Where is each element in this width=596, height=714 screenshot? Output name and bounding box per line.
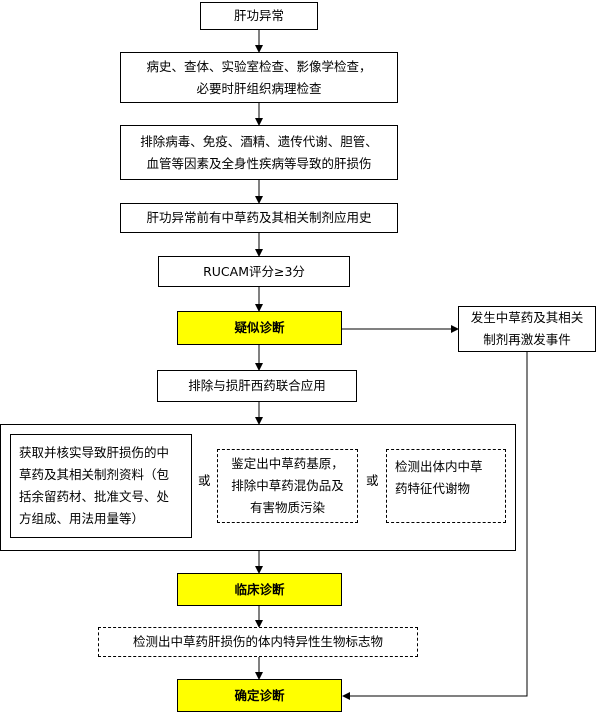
step-text: 检测出体内中草 药特征代谢物 xyxy=(395,456,483,500)
step-history-exam: 病史、查体、实验室检查、影像学检查， 必要时肝组织病理检查 xyxy=(120,52,398,103)
step-text: 排除病毒、免疫、酒精、遗传代谢、胆管、 血管等因素及全身性疾病等导致的肝损伤 xyxy=(140,131,378,175)
step-line: 获取并核实导致肝损伤的中 xyxy=(19,445,170,460)
step-line: 发生中草药及其相关 xyxy=(470,310,584,325)
step-detect-biomarker: 检测出中草药肝损伤的体内特异性生物标志物 xyxy=(98,627,418,657)
step-text: 获取并核实导致肝损伤的中 草药及其相关制剂资料（包 括余留药材、批准文号、处 方… xyxy=(19,442,169,530)
step-line: 制剂再激发事件 xyxy=(483,332,571,347)
step-line: 排除病毒、免疫、酒精、遗传代谢、胆管、 xyxy=(140,133,378,149)
evidence-identify-herb-origin: 鉴定出中草药基原， 排除中草药混伪品及 有害物质污染 xyxy=(217,449,358,523)
step-label: RUCAM评分≥3分 xyxy=(203,263,305,279)
step-line: 必要时肝组织病理检查 xyxy=(196,80,322,96)
step-label: 排除与损肝西药联合应用 xyxy=(188,378,326,393)
step-label: 肝功异常 xyxy=(233,8,284,23)
step-text: 鉴定出中草药基原， 排除中草药混伪品及 有害物质污染 xyxy=(231,453,344,519)
step-label: 肝功异常前有中草药及其相关制剂应用史 xyxy=(146,210,372,225)
step-line: 括余留药材、批准文号、处 xyxy=(19,489,170,504)
evidence-detect-metabolites: 检测出体内中草 药特征代谢物 xyxy=(386,449,506,523)
step-line: 鉴定出中草药基原， xyxy=(231,456,344,471)
step-line: 检测出体内中草 xyxy=(395,459,483,474)
step-confirmed-diagnosis: 确定诊断 xyxy=(177,679,342,712)
evidence-obtain-herb-info: 获取并核实导致肝损伤的中 草药及其相关制剂资料（包 括余留药材、批准文号、处 方… xyxy=(10,434,192,538)
step-rechallenge-event: 发生中草药及其相关 制剂再激发事件 xyxy=(458,306,596,352)
step-text: 病史、查体、实验室检查、影像学检查， 必要时肝组织病理检查 xyxy=(146,56,371,100)
step-liver-function-abnormal: 肝功异常 xyxy=(200,2,318,30)
arrow-rechallenge-confirmed xyxy=(342,352,528,700)
step-line: 病史、查体、实验室检查、影像学检查， xyxy=(146,58,372,74)
step-line: 药特征代谢物 xyxy=(395,481,471,496)
step-exclude-other-causes: 排除病毒、免疫、酒精、遗传代谢、胆管、 血管等因素及全身性疾病等导致的肝损伤 xyxy=(120,125,398,180)
or-label: 或 xyxy=(366,473,379,488)
step-label: 检测出中草药肝损伤的体内特异性生物标志物 xyxy=(132,634,383,649)
step-suspected-diagnosis: 疑似诊断 xyxy=(177,311,342,345)
step-clinical-diagnosis: 临床诊断 xyxy=(177,573,342,606)
step-line: 排除中草药混伪品及 xyxy=(231,478,344,493)
step-herb-history: 肝功异常前有中草药及其相关制剂应用史 xyxy=(120,203,398,233)
step-line: 草药及其相关制剂资料（包 xyxy=(19,467,170,482)
step-exclude-western-drugs: 排除与损肝西药联合应用 xyxy=(157,370,357,402)
step-line: 血管等因素及全身性疾病等导致的肝损伤 xyxy=(146,155,372,171)
or-label: 或 xyxy=(198,473,211,488)
step-rucam-score: RUCAM评分≥3分 xyxy=(158,256,350,287)
step-label: 临床诊断 xyxy=(234,581,285,597)
step-text: 发生中草药及其相关 制剂再激发事件 xyxy=(471,307,584,351)
step-line: 方组成、用法用量等） xyxy=(19,511,145,526)
step-line: 有害物质污染 xyxy=(249,500,325,515)
step-label: 确定诊断 xyxy=(234,687,285,703)
step-label: 疑似诊断 xyxy=(234,320,285,335)
